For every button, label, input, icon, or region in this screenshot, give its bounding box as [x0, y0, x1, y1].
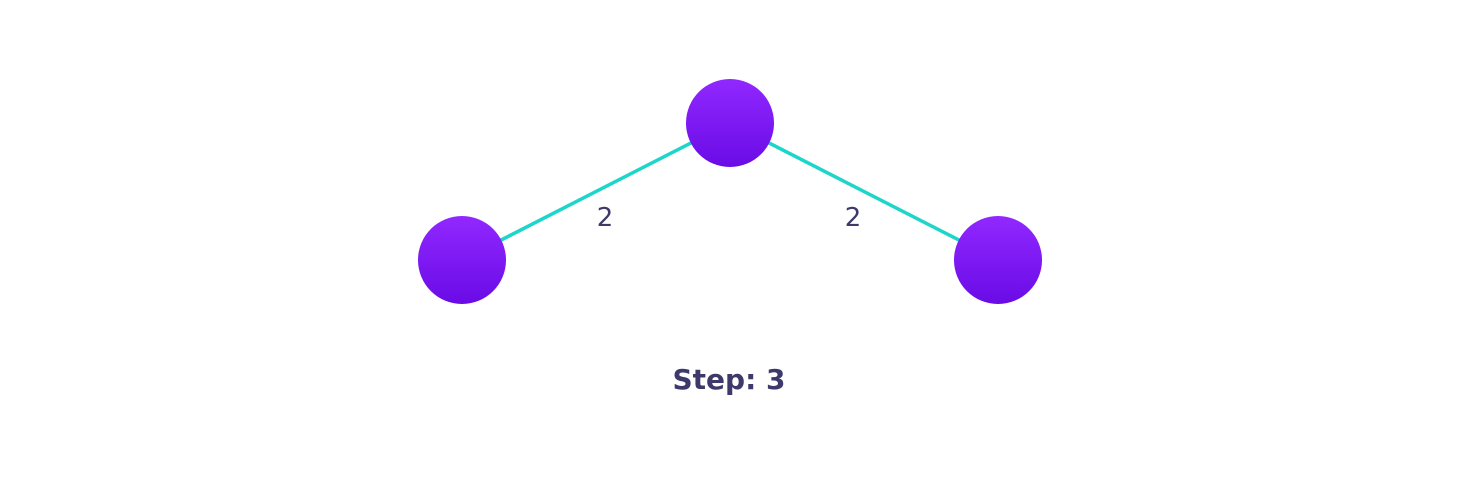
edge-weight-left: 2 [597, 203, 614, 233]
node-right [954, 216, 1042, 304]
edge-weight-right: 2 [845, 203, 862, 233]
step-label: Step: 3 [672, 363, 785, 396]
edge-top-left [461, 121, 731, 262]
edge-top-right [729, 121, 999, 262]
node-left [418, 216, 506, 304]
node-top [686, 79, 774, 167]
